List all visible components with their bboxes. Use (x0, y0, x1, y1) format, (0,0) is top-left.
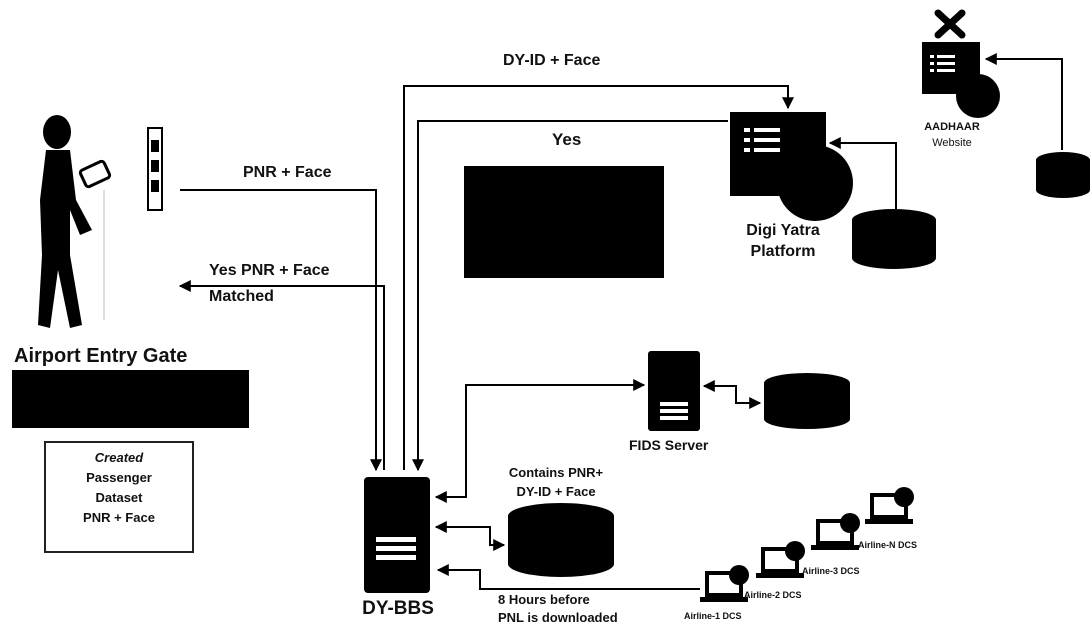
digiyatra-database-icon (852, 209, 936, 269)
passenger-dataset-box: Created Passenger Dataset PNR + Face (44, 441, 194, 553)
gate-block (12, 370, 249, 428)
aadhaar-label-1: AADHAAR (912, 121, 992, 133)
edge-label-pnr-face: PNR + Face (243, 164, 331, 182)
digiyatra-platform-icon (730, 112, 853, 221)
airline-1-label: Airline-1 DCS (684, 611, 742, 621)
airline-2-label: Airline-2 DCS (744, 590, 802, 600)
dataset-line-1: Created (46, 448, 192, 468)
edge-bbs-db (436, 527, 504, 545)
close-icon (938, 13, 962, 35)
laptop-icon-airline-3 (811, 513, 860, 550)
edge-label-yes-matched-1: Yes PNR + Face (209, 262, 330, 280)
fids-label: FIDS Server (629, 437, 708, 453)
aadhaar-website-icon (922, 42, 1000, 118)
dataset-line-4: PNR + Face (46, 508, 192, 528)
edge-label-yes-matched-2: Matched (209, 288, 274, 306)
decision-block (464, 166, 664, 278)
laptop-icon-airline-1 (700, 565, 749, 602)
laptop-icon-airline-2 (756, 541, 805, 578)
edge-label-dyid-face: DY-ID + Face (503, 52, 600, 70)
fids-server-icon (648, 351, 700, 431)
edge-fids-db (704, 386, 760, 403)
central-database-icon (508, 503, 614, 577)
dataset-line-3: Dataset (46, 488, 192, 508)
airline-n-label: Airline-N DCS (858, 540, 917, 550)
pnl-label-1: 8 Hours before (498, 592, 590, 607)
contains-label-1: Contains PNR+ (486, 465, 626, 480)
dybbs-server-icon (364, 477, 430, 593)
edge-label-yes: Yes (552, 130, 581, 150)
digiyatra-label-2: Platform (728, 243, 838, 261)
dybbs-label: DY-BBS (348, 598, 448, 620)
dataset-line-2: Passenger (46, 468, 192, 488)
digiyatra-label-1: Digi Yatra (728, 222, 838, 240)
gate-icon (104, 128, 162, 320)
contains-label-2: DY-ID + Face (486, 484, 626, 499)
pnl-label-2: PNL is downloaded (498, 610, 618, 625)
aadhaar-label-2: Website (912, 137, 992, 149)
aadhaar-database-icon (1036, 152, 1090, 198)
edge-bbs-fids (436, 385, 644, 497)
airline-3-label: Airline-3 DCS (802, 566, 860, 576)
fids-database-icon (764, 373, 850, 429)
person-icon (38, 115, 111, 328)
laptop-icon-airline-n (865, 487, 914, 524)
gate-title: Airport Entry Gate (14, 345, 187, 368)
